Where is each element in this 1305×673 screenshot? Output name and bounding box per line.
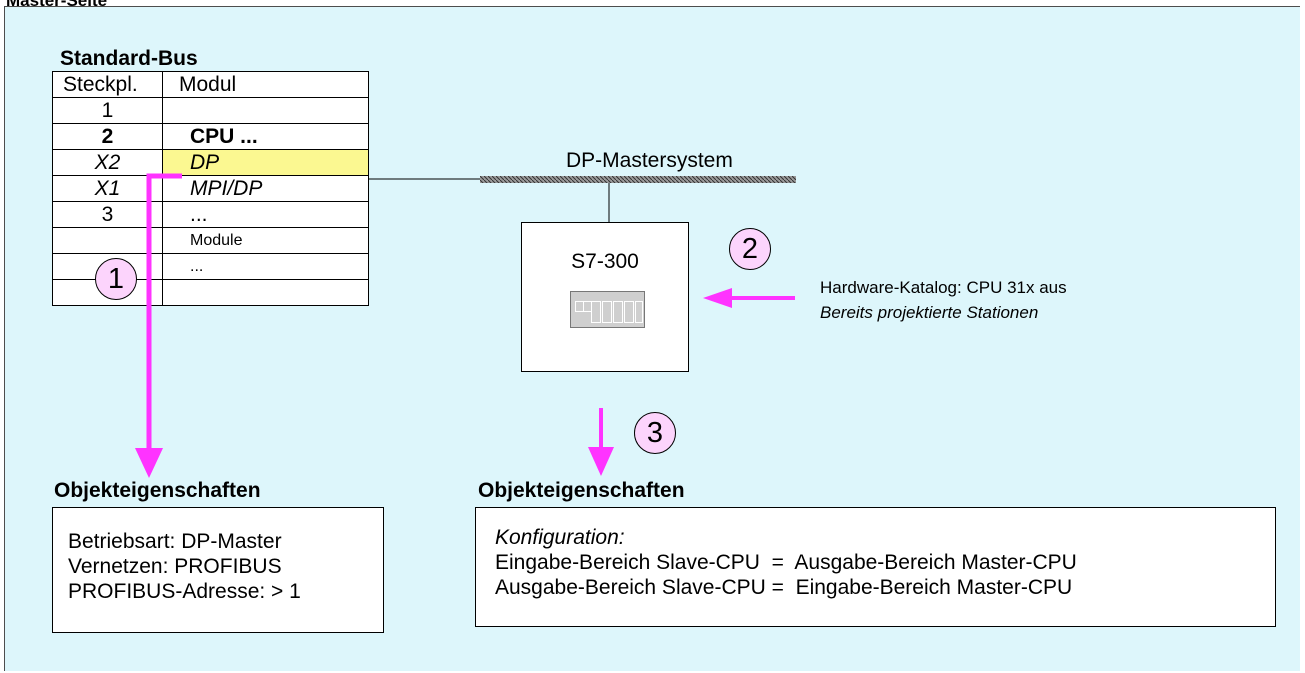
s7-300-station[interactable]: S7-300: [521, 222, 689, 372]
module-rack-icon: [570, 291, 645, 328]
slot-cell: 1: [52, 97, 163, 124]
dp-mastersystem-label: DP-Mastersystem: [566, 149, 733, 172]
arrow-2-head: [703, 288, 732, 308]
props-left-line: Vernetzen: PROFIBUS: [68, 555, 282, 578]
arrow-1-head: [135, 448, 163, 478]
props-right-title: Konfiguration:: [495, 526, 625, 549]
module-cell: ...: [162, 253, 369, 280]
module-slot-icon: [613, 301, 623, 323]
page-title: Master-Seite: [6, 0, 108, 10]
step-badge-2: 2: [729, 228, 771, 270]
column-header-slot: Steckpl.: [52, 71, 163, 98]
hardware-catalog-line1: Hardware-Katalog: CPU 31x aus: [820, 278, 1067, 297]
step-badge-3: 3: [634, 412, 676, 454]
column-header-module: Modul: [162, 71, 369, 98]
props-left-heading: Objekteigenschaften: [54, 479, 261, 502]
standard-bus-heading: Standard-Bus: [60, 47, 198, 70]
props-right-box: Konfiguration: Eingabe-Bereich Slave-CPU…: [475, 507, 1276, 627]
slot-cell: X2: [52, 149, 163, 176]
module-slot-icon: [624, 301, 634, 323]
props-right-line: Ausgabe-Bereich Slave-CPU = Eingabe-Bere…: [495, 576, 1073, 599]
arrow-3-head: [588, 447, 614, 476]
table-row: ...: [52, 253, 369, 280]
module-slot-icon: [602, 301, 612, 323]
slot-table: Steckpl. Modul 1 2 CPU ... X2 DP X1 MPI/…: [52, 71, 369, 306]
props-left-line: PROFIBUS-Adresse: > 1: [68, 580, 301, 603]
module-slot-icon: [591, 301, 601, 323]
hardware-catalog-note: Hardware-Katalog: CPU 31x aus Bereits pr…: [820, 275, 1067, 325]
table-header-row: Steckpl. Modul: [52, 71, 369, 98]
hardware-catalog-line2: Bereits projektierte Stationen: [820, 303, 1039, 322]
props-right-line: Eingabe-Bereich Slave-CPU = Ausgabe-Bere…: [495, 551, 1077, 574]
props-left-box: Betriebsart: DP-Master Vernetzen: PROFIB…: [52, 507, 384, 633]
props-right-heading: Objekteigenschaften: [478, 479, 685, 502]
table-row: X1 MPI/DP: [52, 175, 369, 202]
step-badge-1: 1: [95, 258, 137, 300]
module-cell: MPI/DP: [162, 175, 369, 202]
station-label: S7-300: [571, 250, 639, 273]
module-cell: [162, 97, 369, 124]
props-left-line: Betriebsart: DP-Master: [68, 530, 282, 553]
module-cell: [162, 279, 369, 306]
slot-cell: 2: [52, 123, 163, 150]
table-row: 1: [52, 97, 369, 124]
table-row: 3 ...: [52, 201, 369, 228]
table-row: 2 CPU ...: [52, 123, 369, 150]
arrow-1-path: [146, 173, 182, 452]
module-cell: CPU ...: [162, 123, 369, 150]
dp-bus-line: [480, 176, 796, 183]
module-slot-icon: [635, 301, 643, 323]
